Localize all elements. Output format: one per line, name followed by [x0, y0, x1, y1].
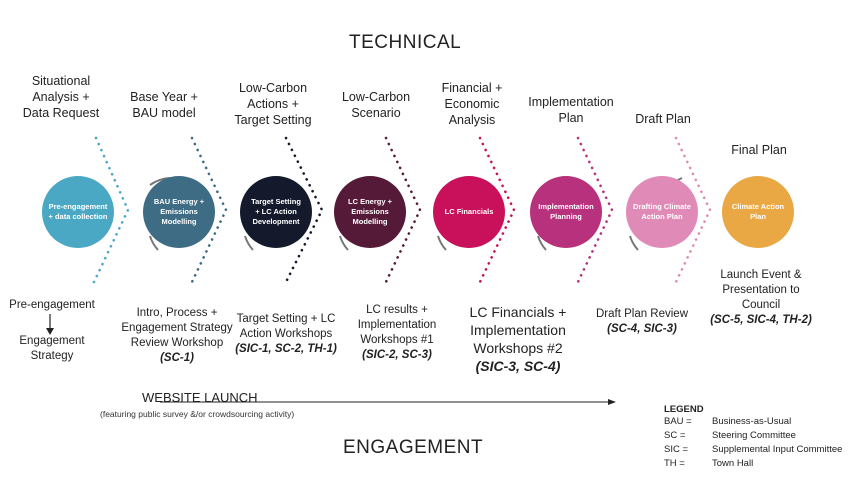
- legend-text: Supplemental Input Committee: [712, 444, 843, 455]
- codes-sic2-sc3: (SIC-2, SC-3): [362, 349, 432, 361]
- chevron-6: [576, 136, 614, 284]
- codes-sc1: (SC-1): [160, 352, 194, 364]
- legend-row-sic: SIC = Supplemental Input Committee: [664, 443, 842, 457]
- legend-row-th: TH = Town Hall: [664, 457, 842, 471]
- legend-row-sc: SC = Steering Committee: [664, 429, 842, 443]
- chevron-7: [674, 136, 712, 284]
- bottom-label-pre-engagement: Pre-engagement: [9, 299, 95, 311]
- top-label-final-plan: Final Plan: [731, 143, 787, 157]
- codes-sic1-sc2-th1: (SIC-1, SC-2, TH-1): [235, 343, 337, 355]
- chevron-4: [384, 136, 422, 284]
- pre-engagement-arrowhead: [46, 328, 54, 335]
- codes-sc5-sic4-th2: (SC-5, SIC-4, TH-2): [710, 314, 812, 326]
- cycle-arrow-3: [244, 235, 254, 251]
- legend-title: LEGEND: [664, 404, 704, 415]
- cycle-arrow-2: [149, 235, 159, 251]
- cycle-arrow-6: [537, 235, 547, 251]
- chevron-2: [190, 136, 228, 284]
- legend-text: Town Hall: [712, 458, 754, 469]
- stage-circle-lc-financials: LC Financials: [433, 176, 505, 248]
- legend-row-bau: BAU = Business-as-Usual: [664, 415, 842, 429]
- legend-abbr: SIC =: [664, 444, 689, 455]
- legend-abbr: TH =: [664, 458, 685, 469]
- codes-sic3-sc4: (SIC-3, SC-4): [475, 358, 561, 374]
- codes-sc4-sic3: (SC-4, SIC-3): [607, 323, 677, 335]
- top-label-draft-plan: Draft Plan: [635, 112, 691, 126]
- legend-abbr: SC =: [664, 430, 686, 441]
- cycle-arrow-5: [437, 235, 447, 251]
- top-label-base-year: Base Year +BAU model: [130, 90, 198, 120]
- website-launch-subtitle: (featuring public survey &/or crowdsourc…: [100, 409, 295, 419]
- cycle-arrow-7: [629, 235, 639, 251]
- chevron-3: [284, 136, 324, 284]
- stage-circle-pre-engagement: Pre-engagement+ data collection: [42, 176, 114, 248]
- cycle-arrow-4: [339, 235, 349, 251]
- legend: LEGEND BAU = Business-as-Usual SC = Steeri…: [664, 404, 842, 471]
- chevron-1: [92, 136, 130, 284]
- legend-text: Business-as-Usual: [712, 416, 792, 427]
- engagement-title: ENGAGEMENT: [343, 437, 484, 458]
- legend-text: Steering Committee: [712, 430, 796, 441]
- technical-title: TECHNICAL: [349, 32, 462, 53]
- chevron-5: [478, 136, 516, 284]
- bottom-label-draft-review: Draft Plan Review (SC-4, SIC-3): [595, 308, 689, 335]
- website-launch-arrowhead: [608, 399, 616, 405]
- website-launch-label: WEBSITE LAUNCH: [142, 390, 258, 405]
- legend-abbr: BAU =: [664, 416, 692, 427]
